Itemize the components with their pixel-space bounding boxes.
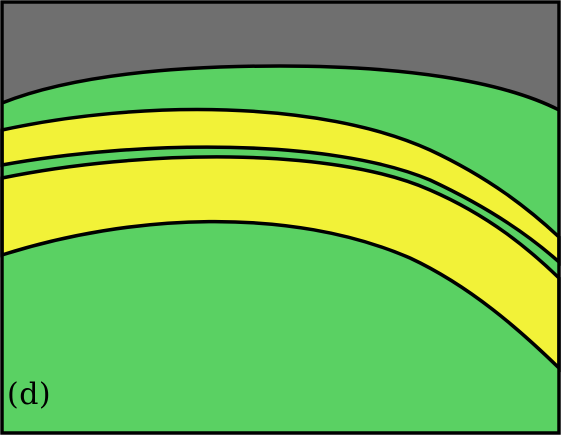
grey-top-layer: [2, 2, 559, 110]
grey-layer-boundary: [1, 64, 560, 112]
panel-label: (d): [7, 377, 52, 412]
